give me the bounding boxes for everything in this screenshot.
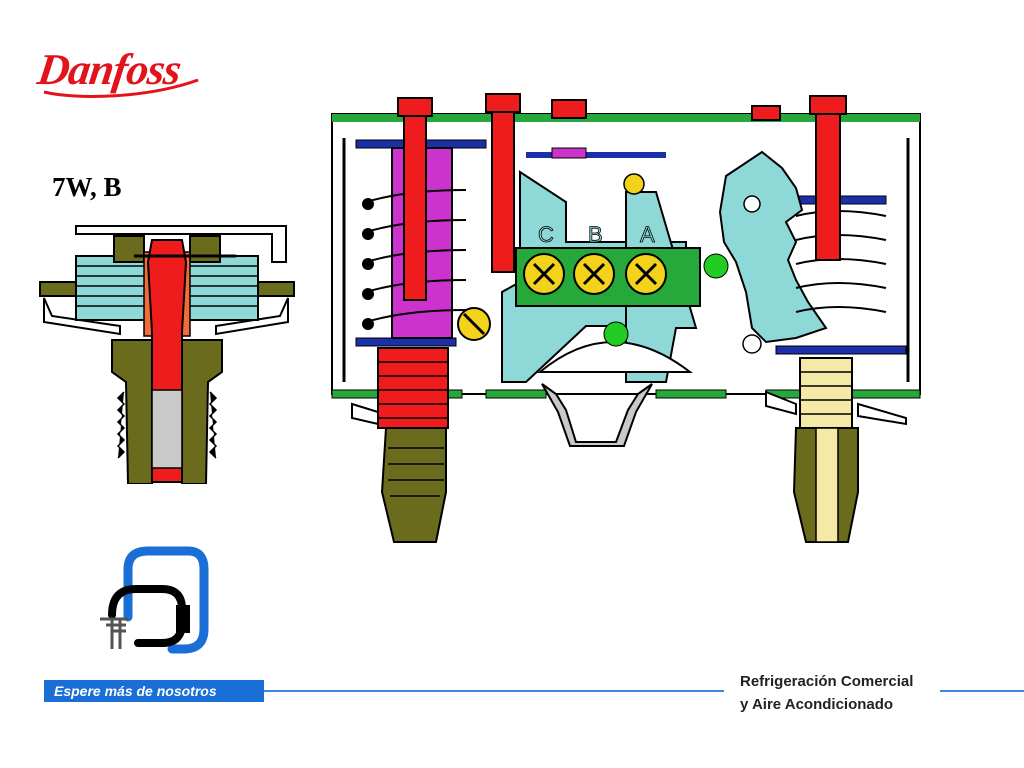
terminal-b-label: B (588, 222, 603, 247)
logo-swoosh-icon (43, 78, 199, 98)
compressor-icon (100, 546, 209, 654)
tagline-banner: Espere más de nosotros (44, 680, 264, 702)
footer-rule-right (940, 690, 1024, 692)
company-name: Refrigeración Comercial y Aire Acondicio… (740, 670, 913, 716)
company-line-2: y Aire Acondicionado (740, 696, 894, 713)
model-label: 7W, B (52, 172, 122, 202)
footer-rule-left (264, 690, 724, 692)
pressure-switch-diagram: C B A (331, 93, 921, 543)
danfoss-logo: Danfoss (35, 40, 203, 102)
terminal-c-label: C (538, 222, 554, 247)
company-line-1: Refrigeración Comercial (740, 673, 914, 690)
terminal-a-label: A (640, 222, 655, 247)
bellows-element-diagram (39, 225, 295, 484)
brand-name: Danfoss (34, 45, 184, 94)
